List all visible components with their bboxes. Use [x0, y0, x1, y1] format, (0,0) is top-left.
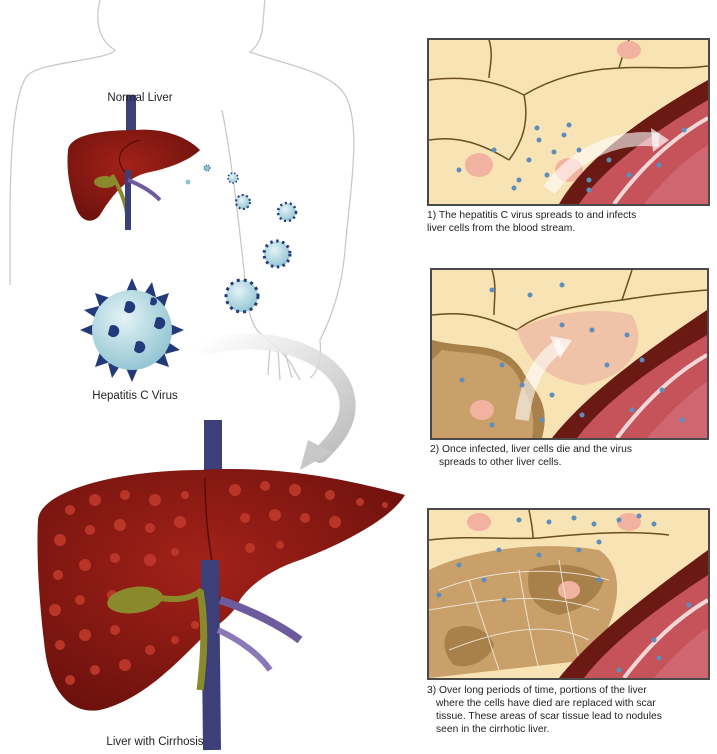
- hepatitis-c-virus-label: Hepatitis C Virus: [70, 390, 200, 402]
- step-3-caption-line: where the cells have died are replaced w…: [427, 697, 715, 710]
- step-3-panel: [427, 508, 710, 680]
- step-3-caption: 3) Over long periods of time, portions o…: [427, 684, 715, 736]
- step-1-panel: [427, 38, 710, 206]
- step-1-caption: 1) The hepatitis C virus spreads to and …: [427, 209, 712, 235]
- step-1-caption-line: 1) The hepatitis C virus spreads to and …: [427, 209, 712, 222]
- normal-liver-icon: [67, 95, 200, 230]
- body-outline: [10, 0, 354, 380]
- step-1-caption-line: liver cells from the blood stream.: [427, 222, 712, 235]
- step-3-caption-line: tissue. These areas of scar tissue lead …: [427, 710, 715, 723]
- step-2-caption-line: spreads to other liver cells.: [430, 456, 715, 469]
- step-3-caption-line: 3) Over long periods of time, portions o…: [427, 684, 715, 697]
- curved-arrow-icon: [205, 341, 348, 470]
- liver-with-cirrhosis-label: Liver with Cirrhosis: [85, 736, 225, 748]
- cirrhotic-liver-icon: [37, 420, 405, 750]
- virus-icon: [80, 278, 184, 382]
- body-scene: [0, 0, 420, 754]
- normal-liver-label: Normal Liver: [80, 92, 200, 104]
- step-3-caption-line: seen in the cirrhotic liver.: [427, 723, 715, 736]
- step-2-caption-line: 2) Once infected, liver cells die and th…: [430, 443, 715, 456]
- step-2-caption: 2) Once infected, liver cells die and th…: [430, 443, 715, 469]
- step-2-panel: [430, 268, 709, 440]
